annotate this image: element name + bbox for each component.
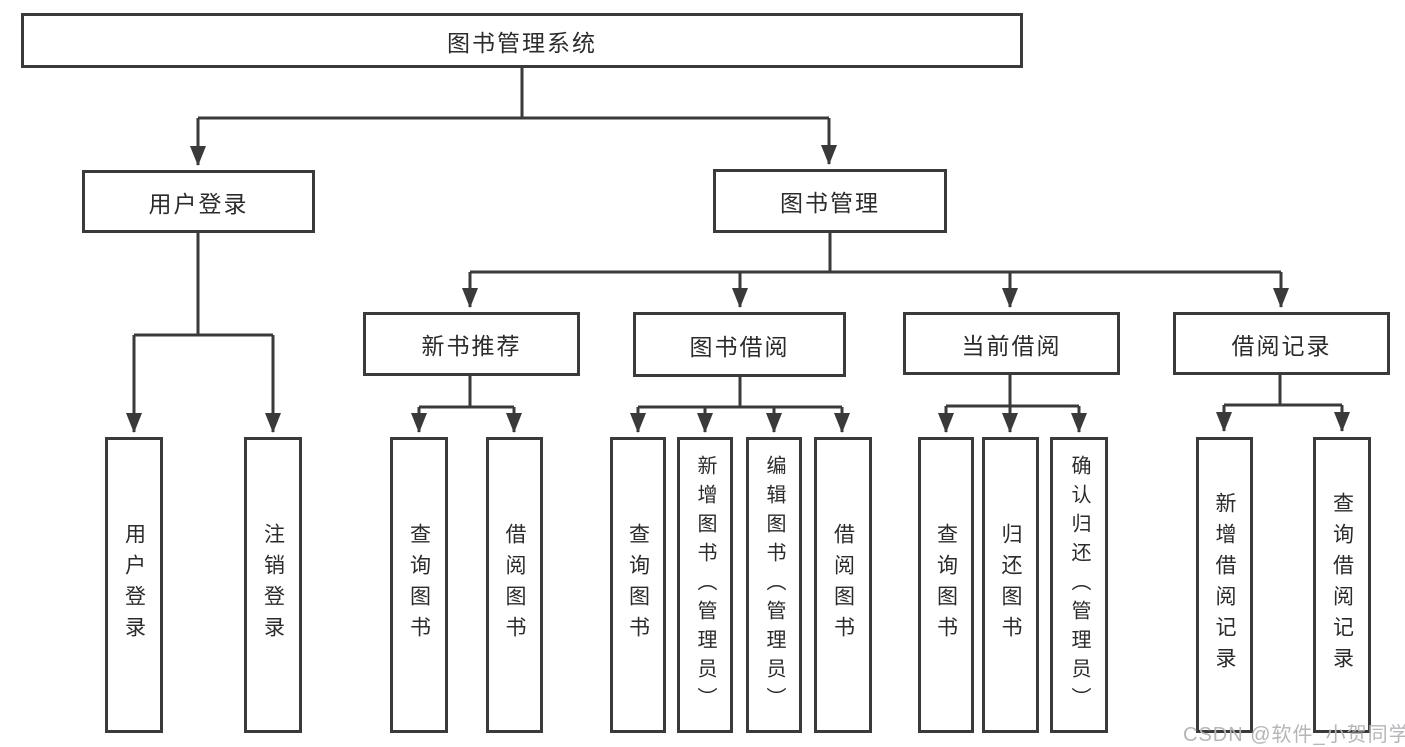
csdn-watermark: CSDN @软件_小贺同学 <box>1183 724 1405 746</box>
leaf-label: 借阅图书 <box>831 523 855 647</box>
node-leaf-logout: 注销登录 <box>244 437 302 733</box>
node-leaf-confirm-return-admin: 确认归还（管理员） <box>1050 437 1108 733</box>
node-leaf-edit-books-admin: 编辑图书（管理员） <box>746 437 802 733</box>
node-leaf-query-borrow-record: 查询借阅记录 <box>1313 437 1371 733</box>
leaf-label: 查询图书 <box>626 523 650 647</box>
leaf-label: 新增借阅记录 <box>1213 492 1236 678</box>
leaf-label: 查询图书 <box>934 523 958 647</box>
node-leaf-borrow-books-2: 借阅图书 <box>814 437 872 733</box>
leaf-label: 用户登录 <box>122 523 146 647</box>
leaf-label: 编辑图书（管理员） <box>763 454 785 716</box>
node-new-book-recommend: 新书推荐 <box>363 312 580 376</box>
node-leaf-query-books-2: 查询图书 <box>610 437 666 733</box>
node-leaf-add-books-admin: 新增图书（管理员） <box>677 437 733 733</box>
node-user-login: 用户登录 <box>82 170 315 233</box>
leaf-label: 查询借阅记录 <box>1330 492 1354 678</box>
node-book-management: 图书管理 <box>713 169 947 233</box>
node-leaf-query-books-1: 查询图书 <box>390 437 448 733</box>
node-leaf-add-borrow-record: 新增借阅记录 <box>1196 437 1253 733</box>
leaf-label: 借阅图书 <box>503 523 526 647</box>
leaf-label: 新增图书（管理员） <box>694 454 716 716</box>
node-leaf-borrow-books-1: 借阅图书 <box>486 437 543 733</box>
node-library-system: 图书管理系统 <box>21 13 1023 68</box>
leaf-label: 注销登录 <box>261 523 285 647</box>
node-leaf-user-login: 用户登录 <box>105 437 163 733</box>
node-book-borrow: 图书借阅 <box>633 312 846 377</box>
leaf-label: 归还图书 <box>999 523 1022 647</box>
leaf-label: 确认归还（管理员） <box>1068 454 1090 716</box>
leaf-label: 查询图书 <box>407 523 431 647</box>
node-leaf-query-books-3: 查询图书 <box>918 437 974 733</box>
node-leaf-return-books: 归还图书 <box>982 437 1039 733</box>
node-borrow-records: 借阅记录 <box>1173 312 1390 375</box>
node-current-borrow: 当前借阅 <box>903 312 1120 375</box>
